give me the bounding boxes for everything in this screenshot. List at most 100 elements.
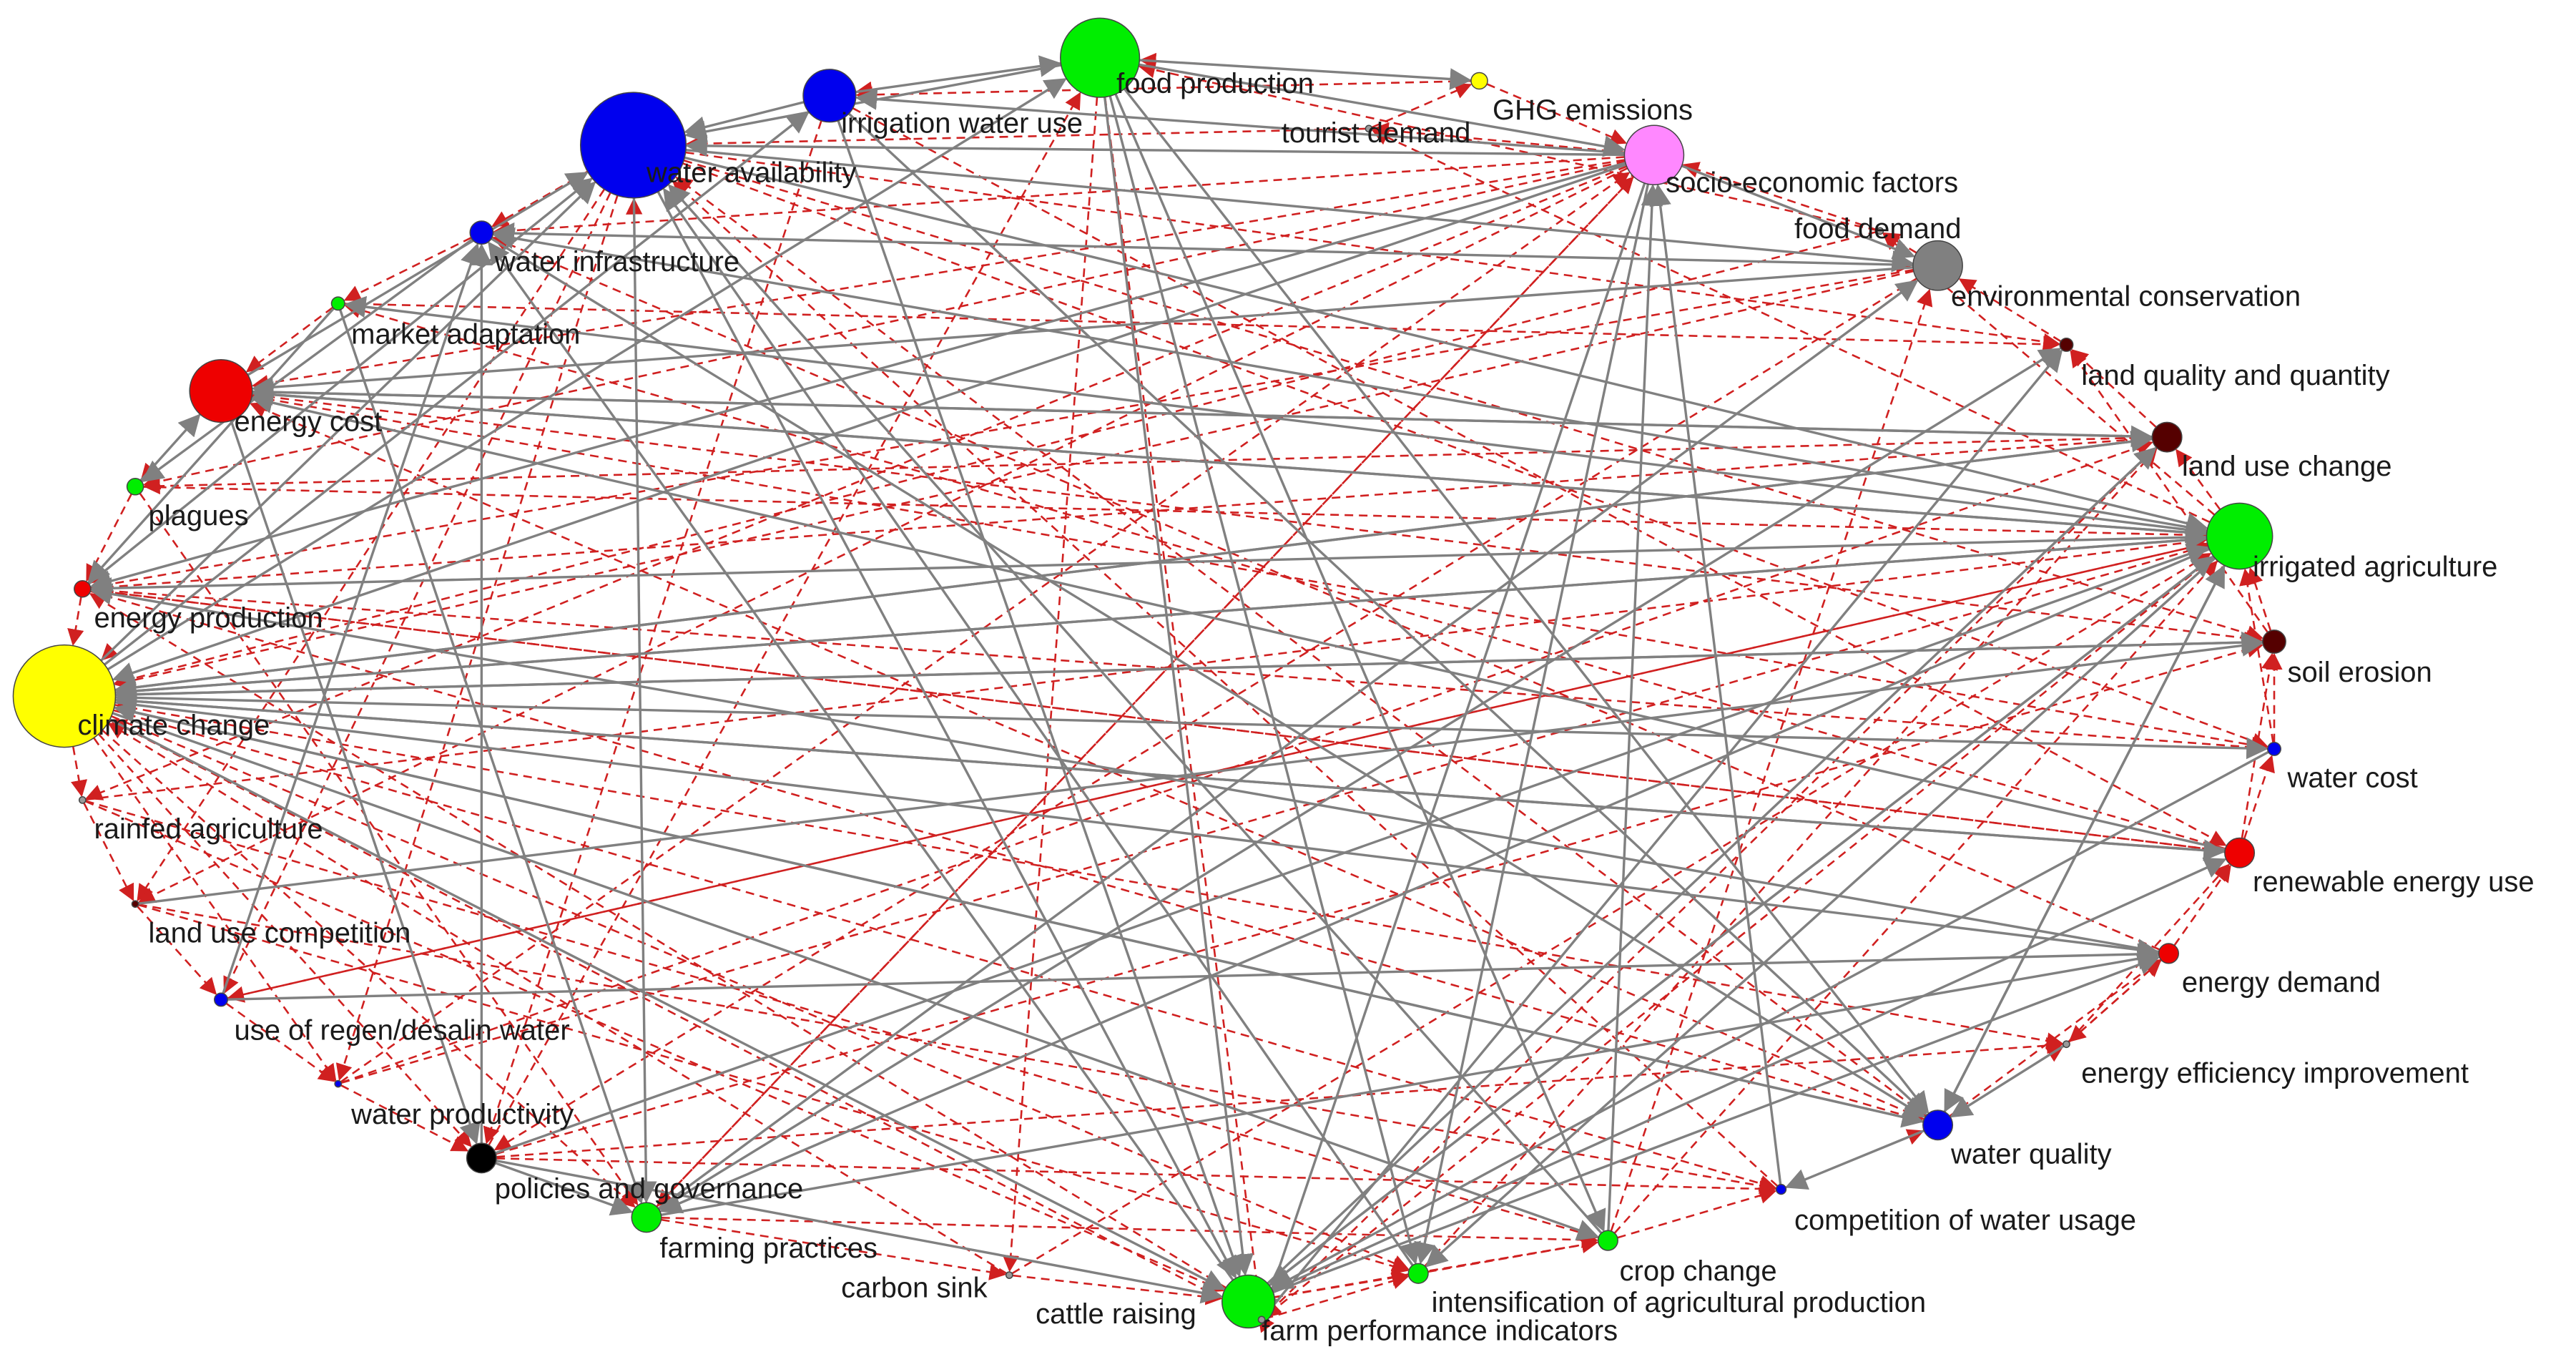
- node-label-climate-change: climate change: [77, 710, 270, 741]
- solid-edge-regen_desalin-to-energy_demand: [227, 943, 2160, 1001]
- dashed-edge-energy_cost-to-soil_erosion: [252, 393, 2263, 647]
- node-regen-desalin[interactable]: [214, 992, 228, 1007]
- node-food-demand[interactable]: [1876, 227, 1884, 235]
- dashed-edge-irrigated_agri-to-regen_desalin: [227, 542, 2208, 1003]
- solid-edge-climate_change-to-cattle_raising: [109, 718, 1226, 1290]
- node-label-farming-practices: farming practices: [659, 1233, 877, 1264]
- dashed-edge-food_demand-to-climate_change: [113, 230, 1877, 688]
- solid-edge-water_availability-to-irrigated_agri: [684, 156, 2208, 534]
- node-tourist-demand[interactable]: [1365, 124, 1373, 133]
- node-farm-performance[interactable]: [1257, 1316, 1266, 1324]
- solid-edge-irrigated_agri-to-farming_practices: [659, 548, 2210, 1214]
- node-label-land-use-change: land use change: [2182, 451, 2392, 482]
- dashed-edge-climate_change-to-farming_practices: [102, 729, 636, 1208]
- node-ghg[interactable]: [1470, 72, 1488, 90]
- node-competition-water[interactable]: [1775, 1183, 1787, 1195]
- node-crop-change[interactable]: [1597, 1230, 1618, 1251]
- solid-edge-irrigated_agri-to-climate_change: [114, 537, 2207, 702]
- node-energy-production[interactable]: [74, 579, 92, 598]
- solid-edge-policies-to-irrigated_agri: [495, 544, 2210, 1155]
- dashed-edge-farming_practices-to-socio_economic: [656, 176, 1634, 1207]
- node-label-farm-performance: farm performance indicators: [1262, 1315, 1618, 1346]
- node-climate-change[interactable]: [12, 644, 117, 748]
- dashed-edge-policies-to-energy_efficiency: [496, 1037, 2064, 1158]
- solid-edge-climate_change-to-food_production: [107, 78, 1067, 671]
- node-intensification[interactable]: [1407, 1263, 1429, 1284]
- node-label-intensification: intensification of agricultural producti…: [1432, 1287, 1927, 1318]
- node-water-productivity[interactable]: [334, 1079, 343, 1088]
- node-cattle-raising[interactable]: [1221, 1274, 1276, 1329]
- node-farming-practices[interactable]: [631, 1202, 662, 1233]
- node-label-env-conservation: environmental conservation: [1951, 280, 2301, 312]
- solid-edge-policies-to-farming_practices: [495, 1162, 634, 1216]
- dashed-edge-plagues-to-farming_practices: [139, 492, 639, 1206]
- node-label-water-quality: water quality: [1950, 1139, 2112, 1170]
- node-irrigation-water-use[interactable]: [802, 69, 857, 123]
- dashed-edge-renewable_energy-to-market_adaptation: [344, 302, 2226, 850]
- dashed-edge-climate_change-to-farm_performance: [109, 719, 1259, 1318]
- node-label-energy-efficiency: energy efficiency improvement: [2081, 1058, 2469, 1089]
- dashed-edge-land_use_change-to-land_quality: [2070, 348, 2157, 428]
- node-energy-efficiency[interactable]: [2063, 1040, 2070, 1049]
- node-water-availability[interactable]: [579, 92, 687, 199]
- node-water-cost[interactable]: [2267, 741, 2281, 756]
- solid-edge-cattle_raising-to-irrigated_agri: [1268, 555, 2214, 1287]
- node-label-policies: policies and governance: [495, 1173, 803, 1205]
- node-carbon-sink[interactable]: [1005, 1271, 1013, 1279]
- node-label-ghg: GHG emissions: [1493, 94, 1693, 126]
- node-soil-erosion[interactable]: [2262, 629, 2286, 654]
- dashed-edge-land_quality-to-env_conservation: [1958, 278, 2062, 343]
- solid-edge-water_availability-to-farming_practices: [632, 197, 657, 1204]
- dashed-edge-climate_change-to-policies: [97, 733, 472, 1147]
- node-label-land-use-competition: land use competition: [149, 918, 411, 949]
- node-plagues[interactable]: [126, 477, 144, 496]
- dashed-edge-competition_water-to-water_availability: [672, 180, 1779, 1187]
- node-energy-demand[interactable]: [2158, 943, 2179, 964]
- dashed-edge-market_adaptation-to-energy_cost: [245, 306, 334, 373]
- dashed-edge-irrigated_agri-to-land_use_change: [2176, 449, 2221, 511]
- solid-edge-water_availability-to-cattle_raising: [657, 191, 1237, 1279]
- solid-edge-socio_economic-to-energy_production: [89, 162, 1626, 592]
- solid-edge-irrigated_agri-to-water_infrastructure: [492, 227, 2208, 532]
- node-land-use-competition[interactable]: [131, 900, 139, 908]
- node-env-conservation[interactable]: [1912, 240, 1963, 291]
- node-label-irrigated-agri: irrigated agriculture: [2253, 552, 2497, 583]
- dashed-edge-intensification-to-crop_change: [1427, 1236, 1599, 1273]
- node-irrigated-agri[interactable]: [2206, 502, 2273, 570]
- node-policies[interactable]: [466, 1142, 497, 1174]
- dashed-edge-intensification-to-land_use_change: [1424, 448, 2158, 1267]
- dashed-edge-policies-to-food_production: [488, 92, 1081, 1146]
- node-layer: [12, 17, 2286, 1329]
- node-energy-cost[interactable]: [189, 358, 253, 423]
- node-label-energy-cost: energy cost: [234, 406, 382, 438]
- dashed-edge-water_availability-to-soil_erosion: [683, 160, 2263, 642]
- node-food-production[interactable]: [1060, 17, 1141, 98]
- dashed-edge-renewable_energy-to-water_cost: [2243, 755, 2275, 839]
- dashed-edge-cattle_raising-to-energy_production: [89, 593, 1226, 1289]
- solid-edge-food_production-to-cattle_raising: [1103, 97, 1254, 1276]
- solid-edge-food_production-to-water_quality: [1123, 88, 1929, 1114]
- solid-edge-renewable_energy-to-energy_cost: [250, 391, 2226, 851]
- dashed-edge-energy_production-to-land_use_change: [90, 431, 2153, 589]
- solid-edge-irrigated_agri-to-energy_cost: [251, 383, 2207, 535]
- solid-edge-cattle_raising-to-water_infrastructure: [488, 241, 1234, 1281]
- node-land-quality[interactable]: [2059, 337, 2074, 352]
- node-market-adaptation[interactable]: [330, 296, 345, 311]
- node-rainfed-agri[interactable]: [78, 796, 87, 804]
- solid-edge-irrigated_agri-to-intensification: [1425, 557, 2216, 1268]
- node-water-infrastructure[interactable]: [469, 220, 494, 245]
- node-land-use-change[interactable]: [2151, 421, 2183, 453]
- node-label-plagues: plagues: [149, 500, 249, 531]
- solid-edge-cattle_raising-to-energy_demand: [1272, 954, 2160, 1293]
- node-water-quality[interactable]: [1922, 1109, 1954, 1141]
- solid-edge-plagues-to-energy_cost: [139, 413, 201, 481]
- solid-edge-irrigation_water_use-to-water_quality: [847, 112, 1928, 1116]
- dashed-edge-regen_desalin-to-water_productivity: [225, 1002, 336, 1082]
- node-renewable-energy[interactable]: [2224, 837, 2256, 868]
- solid-edge-env_conservation-to-water_infrastructure: [492, 222, 1914, 267]
- solid-edge-irrigation_water_use-to-food_production: [855, 55, 1062, 94]
- node-socio-economic[interactable]: [1623, 124, 1685, 186]
- solid-edge-socio_economic-to-farm_performance: [1259, 182, 1646, 1318]
- solid-edge-water_infrastructure-to-water_quality: [491, 237, 1926, 1118]
